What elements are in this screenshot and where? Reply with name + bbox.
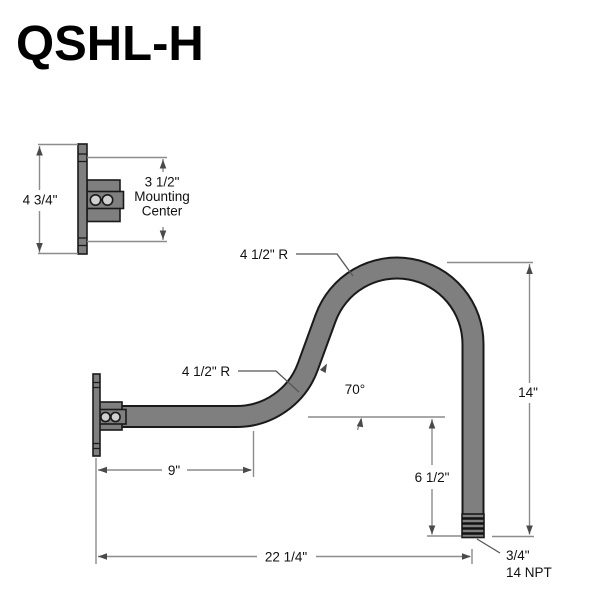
arrow-down-icon xyxy=(36,243,43,252)
mounting-center-label-line2: Mounting xyxy=(134,189,190,204)
main-wall-plate xyxy=(92,373,101,457)
arrow-down-icon xyxy=(159,230,167,240)
gooseneck-pipe xyxy=(99,258,483,535)
angle-arc-arrow-icon xyxy=(319,361,330,373)
leader-line xyxy=(238,370,300,393)
arrow-left-icon xyxy=(98,466,107,474)
leader-line xyxy=(476,538,501,554)
angle-label: 70° xyxy=(345,382,365,397)
angle-dimension: 70° xyxy=(308,361,445,431)
thread-body xyxy=(461,513,485,539)
detail-mounting-center-dimension: 3 1/2" Mounting Center xyxy=(87,156,190,243)
arrow-down-icon xyxy=(526,525,533,535)
thread-label-line1: 3/4" xyxy=(506,548,530,563)
arrow-right-icon xyxy=(243,466,252,474)
top-radius-label: 4 1/2" R xyxy=(240,247,289,262)
detail-height-label: 4 3/4" xyxy=(23,193,58,208)
page-title: QSHL-H xyxy=(16,17,204,71)
arm-length-dimension: 9" xyxy=(95,431,255,564)
overall-length-label: 22 1/4" xyxy=(265,550,308,565)
detail-wall-plate xyxy=(77,143,88,255)
main-bolt-hole-left xyxy=(100,411,111,423)
mounting-plate-detail-view: 4 3/4" 3 1/2" Mounting Center xyxy=(23,143,190,255)
gooseneck-main-view: 4 1/2" R 4 1/2" R 70° xyxy=(92,247,552,580)
overall-length-dimension: 22 1/4" xyxy=(98,549,473,565)
arm-length-label: 9" xyxy=(168,463,181,478)
arrow-up-icon xyxy=(159,159,167,169)
top-radius-callout: 4 1/2" R xyxy=(240,247,354,277)
detail-bolt-hole-left xyxy=(89,194,102,207)
drop-label: 6 1/2" xyxy=(415,470,450,485)
angle-arc-arrow-icon xyxy=(356,417,365,428)
threaded-end xyxy=(461,513,485,539)
arrow-up-icon xyxy=(428,419,436,429)
arrow-down-icon xyxy=(428,525,436,535)
overall-height-label: 14" xyxy=(518,385,538,400)
lower-radius-callout: 4 1/2" R xyxy=(182,364,300,393)
overall-height-dimension: 14" xyxy=(447,261,538,538)
arrow-up-icon xyxy=(36,146,43,156)
lower-radius-label: 4 1/2" R xyxy=(182,364,231,379)
arrow-right-icon xyxy=(462,553,471,560)
drop-dimension: 6 1/2" xyxy=(415,419,461,537)
mounting-center-label-line3: Center xyxy=(142,204,183,219)
leader-line xyxy=(296,253,354,277)
main-bolt-hole-right xyxy=(110,411,121,423)
detail-height-dimension: 4 3/4" xyxy=(23,143,78,255)
mounting-center-label-line1: 3 1/2" xyxy=(145,175,180,190)
arrow-left-icon xyxy=(98,553,107,560)
thread-callout: 3/4" 14 NPT xyxy=(476,538,552,580)
arrow-up-icon xyxy=(526,265,533,274)
thread-label-line2: 14 NPT xyxy=(506,565,552,580)
detail-bolt-hole-right xyxy=(101,194,114,207)
